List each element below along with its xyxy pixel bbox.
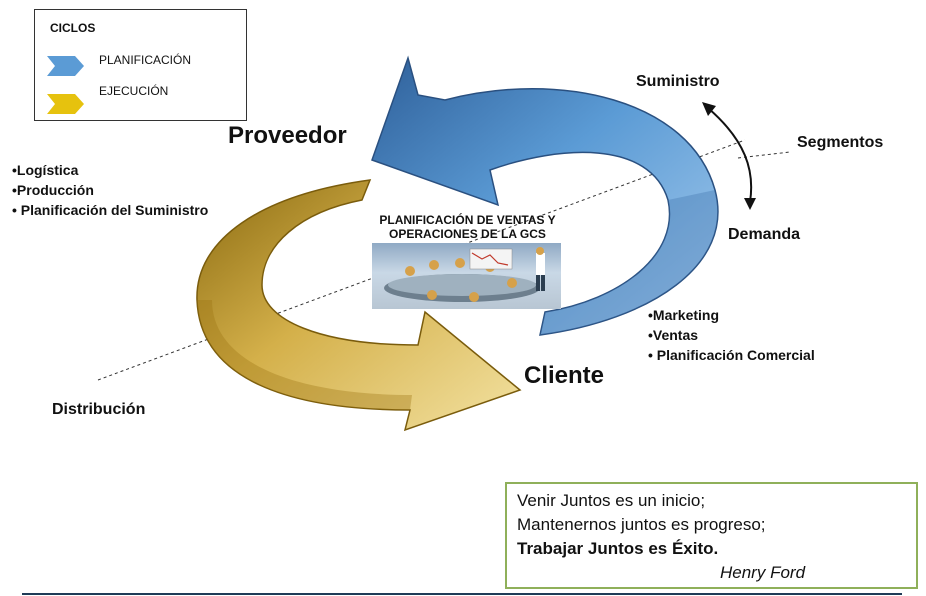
bullet-item: •Ventas — [648, 327, 699, 343]
planning-arrow — [371, 55, 719, 336]
legend-box: CICLOS PLANIFICACIÓN EJECUCIÓN — [34, 9, 247, 121]
center-title: PLANIFICACIÓN DE VENTAS Y OPERACIONES DE… — [355, 213, 580, 241]
center-title-line2: OPERACIONES DE LA GCS — [389, 227, 546, 241]
suministro-label: Suministro — [636, 73, 720, 90]
quote-line-1: Venir Juntos es un inicio; — [517, 491, 706, 510]
meeting-illustration — [372, 243, 561, 309]
execution-chevron-icon — [47, 94, 84, 114]
footer-divider — [22, 593, 902, 595]
supply-bullets: •Logística •Producción • Planificación d… — [12, 160, 208, 220]
legend-label-planning: PLANIFICACIÓN — [99, 53, 192, 67]
bullet-item: •Producción — [12, 182, 94, 198]
arrowhead-down-icon — [744, 198, 756, 210]
proveedor-label: Proveedor — [228, 122, 347, 149]
quote-line-2: Mantenernos juntos es progreso; — [517, 515, 766, 534]
bullet-item: • Planificación Comercial — [648, 347, 815, 363]
legend-title: CICLOS — [50, 21, 96, 35]
demand-supply-arrow — [707, 107, 753, 203]
distribucion-label: Distribución — [52, 401, 146, 418]
quote-box: Venir Juntos es un inicio; Mantenernos j… — [505, 482, 918, 589]
quote-line-3: Trabajar Juntos es Éxito. — [517, 539, 719, 558]
segment-dashed-line — [737, 151, 791, 159]
center-title-line1: PLANIFICACIÓN DE VENTAS Y — [379, 213, 556, 227]
cliente-label: Cliente — [524, 362, 605, 389]
demand-bullets: •Marketing •Ventas • Planificación Comer… — [648, 305, 815, 365]
bullet-item: • Planificación del Suministro — [12, 202, 209, 218]
segmentos-label: Segmentos — [797, 134, 884, 151]
axis-dashed-line — [97, 139, 746, 381]
bullet-item: •Logística — [12, 162, 79, 178]
quote-author: Henry Ford — [720, 563, 806, 582]
arrowhead-up-icon — [702, 102, 716, 116]
planning-chevron-icon — [47, 56, 84, 76]
demanda-label: Demanda — [728, 226, 801, 243]
execution-arrow — [196, 179, 522, 432]
bullet-item: •Marketing — [648, 307, 720, 323]
legend-label-execution: EJECUCIÓN — [99, 84, 169, 98]
